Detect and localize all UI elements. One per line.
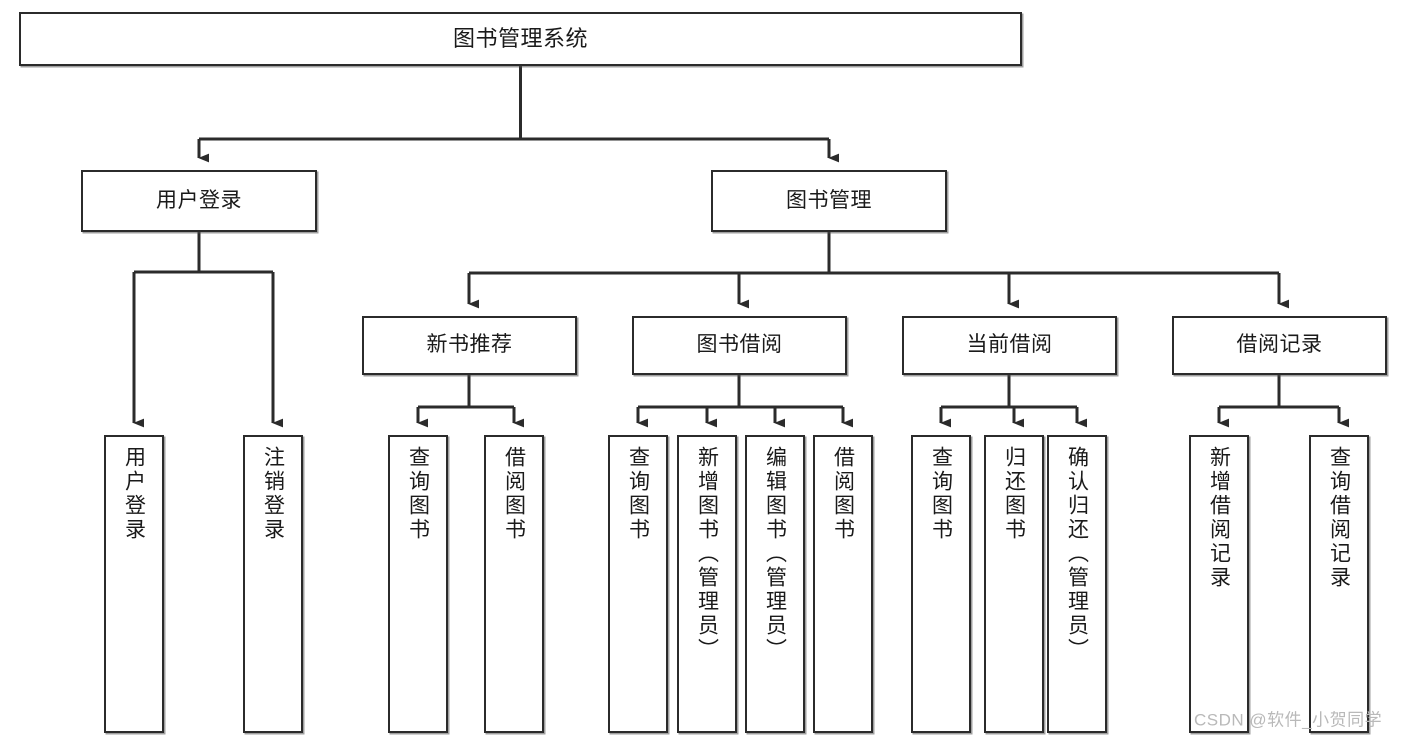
node-leaf-logout-login[interactable]: 注销登录 — [243, 435, 303, 733]
node-leaf-query-book-2-label: 查询图书 — [626, 446, 650, 542]
node-leaf-add-book[interactable]: 新增图书（管理员） — [677, 435, 737, 733]
node-leaf-add-record-label: 新增借阅记录 — [1207, 446, 1231, 590]
node-leaf-query-record[interactable]: 查询借阅记录 — [1309, 435, 1369, 733]
node-book-borrow[interactable]: 图书借阅 — [632, 316, 847, 375]
node-root[interactable]: 图书管理系统 — [19, 12, 1022, 66]
node-leaf-user-login-label: 用户登录 — [122, 446, 146, 542]
node-leaf-edit-book-label: 编辑图书（管理员） — [763, 446, 787, 662]
node-leaf-query-book-3-label: 查询图书 — [929, 446, 953, 542]
node-root-label: 图书管理系统 — [452, 26, 588, 52]
node-leaf-query-record-label: 查询借阅记录 — [1327, 446, 1351, 590]
node-borrow-record[interactable]: 借阅记录 — [1172, 316, 1387, 375]
node-leaf-edit-book[interactable]: 编辑图书（管理员） — [745, 435, 805, 733]
node-leaf-add-record[interactable]: 新增借阅记录 — [1189, 435, 1249, 733]
node-book-borrow-label: 图书借阅 — [696, 333, 783, 357]
node-leaf-confirm-return[interactable]: 确认归还（管理员） — [1047, 435, 1107, 733]
node-leaf-borrow-book-2-label: 借阅图书 — [831, 446, 855, 542]
node-new-book-recommend-label: 新书推荐 — [426, 333, 513, 357]
node-leaf-user-login[interactable]: 用户登录 — [104, 435, 164, 733]
node-leaf-query-book-3[interactable]: 查询图书 — [911, 435, 971, 733]
node-leaf-logout-login-label: 注销登录 — [261, 446, 285, 542]
node-leaf-query-book-2[interactable]: 查询图书 — [608, 435, 668, 733]
node-user-login-label: 用户登录 — [156, 188, 242, 212]
node-borrow-record-label: 借阅记录 — [1236, 333, 1323, 357]
node-leaf-borrow-book-1[interactable]: 借阅图书 — [484, 435, 544, 733]
node-leaf-return-book-label: 归还图书 — [1002, 446, 1026, 542]
node-current-borrow-label: 当前借阅 — [966, 333, 1053, 357]
node-new-book-recommend[interactable]: 新书推荐 — [362, 316, 577, 375]
node-book-manage-label: 图书管理 — [786, 188, 872, 212]
node-leaf-query-book-1[interactable]: 查询图书 — [388, 435, 448, 733]
node-leaf-confirm-return-label: 确认归还（管理员） — [1065, 446, 1089, 662]
node-leaf-borrow-book-1-label: 借阅图书 — [502, 446, 526, 542]
node-leaf-add-book-label: 新增图书（管理员） — [695, 446, 719, 662]
node-current-borrow[interactable]: 当前借阅 — [902, 316, 1117, 375]
node-leaf-return-book[interactable]: 归还图书 — [984, 435, 1044, 733]
node-book-manage[interactable]: 图书管理 — [711, 170, 947, 232]
node-leaf-borrow-book-2[interactable]: 借阅图书 — [813, 435, 873, 733]
node-leaf-query-book-1-label: 查询图书 — [406, 446, 430, 542]
node-user-login[interactable]: 用户登录 — [81, 170, 317, 232]
